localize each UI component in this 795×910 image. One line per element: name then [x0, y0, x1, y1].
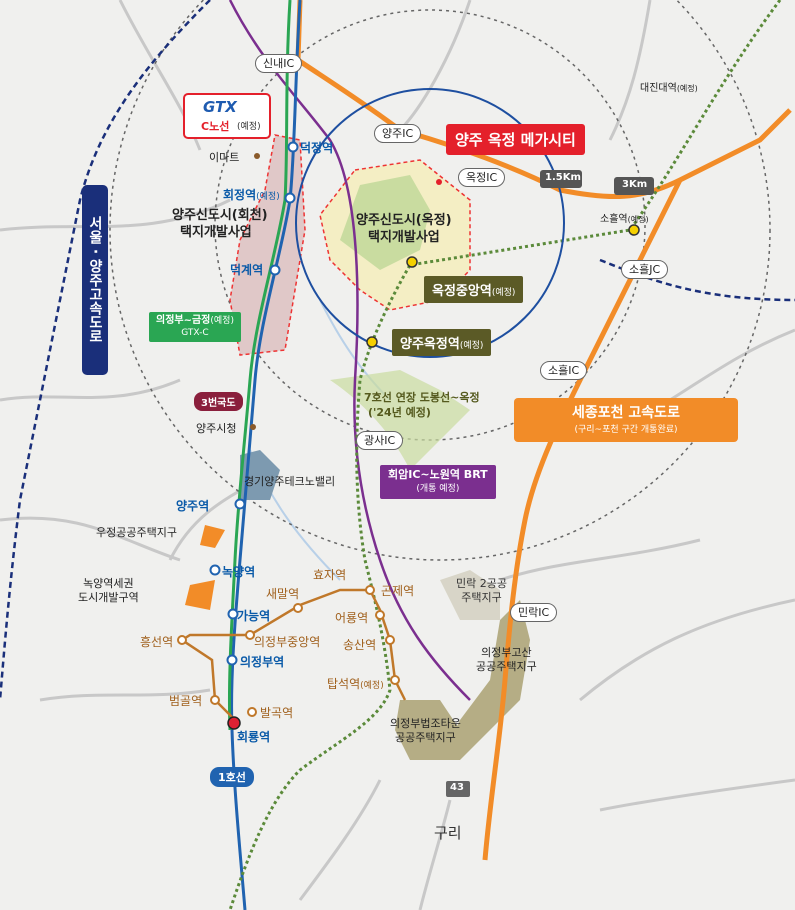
ring2-distance-tag: 3Km — [622, 179, 648, 190]
okjeong-central-tag: 옥정중앙역(예정) — [424, 276, 524, 303]
station-hoejeong: 회정역(예정) — [223, 188, 280, 202]
yangju-okjeong-tag: 양주옥정역(예정) — [392, 329, 492, 356]
megacity-title: 양주 옥정 메가시티 — [446, 124, 585, 155]
gtx-box: GTX C노선 (예정) — [183, 93, 271, 139]
station-markers — [209, 141, 299, 666]
yangju-ic: 양주IC — [374, 124, 422, 143]
lrt-station-songsan: 송산역 — [343, 638, 377, 652]
techno-valley-label: 경기양주테크노밸리 — [244, 475, 336, 488]
seoul-yangju-expressway-east — [599, 258, 795, 302]
gtx-logo: GTX — [203, 98, 237, 116]
okjeong-megacity-ring — [295, 88, 565, 358]
gtx-line-name: C노선 — [201, 120, 230, 133]
sejong-expressway-line — [295, 0, 792, 200]
lrt-station-saemal: 새말역 — [266, 587, 300, 601]
hoecheon-district-label: 양주신도시(회천) 택지개발사업 — [172, 208, 268, 240]
okjeong-district-label: 양주신도시(옥정) 택지개발사업 — [356, 213, 452, 245]
ujeong-district-area — [200, 525, 225, 548]
seoul-yangju-expressway-tag: 서울 · 양주고속도로 — [82, 185, 108, 375]
station-daejin: 대진대역(예정) — [640, 83, 698, 94]
station-soheul: 소흘역(예정) — [600, 214, 649, 225]
techno-valley-area — [240, 450, 280, 500]
yangju-okjeong-marker — [366, 336, 378, 348]
lrt-station-tapseok: 탑석역(예정) — [327, 677, 384, 691]
brt-tag: 회암IC~노원역 BRT (개통 예정) — [380, 465, 496, 499]
sinnae-ic: 신내IC — [255, 54, 303, 73]
emart-marker — [254, 153, 260, 159]
station-yangju: 양주역 — [176, 499, 210, 513]
sejong-expressway-line-south — [482, 178, 683, 861]
line7-extension — [228, 0, 782, 910]
line1 — [230, 0, 302, 910]
noksang-district-label: 녹양역세권 도시개발구역 — [78, 577, 139, 604]
bupjo-district-label: 의정부법조타운 공공주택지구 — [390, 717, 461, 744]
minrak-district-area — [440, 570, 500, 620]
place-guri: 구리 — [434, 824, 462, 842]
road43-label: 43 — [450, 782, 464, 793]
station-deokgye: 덕계역 — [230, 263, 264, 277]
hoeryong-transfer-marker — [227, 716, 241, 730]
cityhall-marker — [250, 424, 256, 430]
bupjo-district-area — [395, 700, 460, 760]
station-deokjeong: 덕정역 — [300, 141, 334, 155]
minrak-ic: 민락IC — [510, 603, 558, 622]
seoul-yangju-expressway — [0, 0, 211, 701]
okjeong-green-area — [340, 175, 430, 270]
sejong-expressway-sub: (구리~포천 구간 개통완료) — [574, 425, 678, 435]
ring2-tag-bg — [614, 177, 654, 195]
lrt-station-hyoja: 효자역 — [313, 568, 347, 582]
gosan-district-label: 의정부고산 공공주택지구 — [476, 646, 537, 673]
station-hoeryong: 회룡역 — [237, 730, 271, 744]
ring1-tag-bg — [540, 170, 582, 188]
sejong-expressway-tag: 세종포천 고속도로 (구리~포천 구간 개통완료) — [514, 398, 738, 442]
line7-note: 7호선 연장 도봉선~옥정 ('24년 예정) — [364, 391, 480, 419]
lrt-station-eoryong: 어룡역 — [335, 611, 369, 625]
lrt-station-markers — [177, 585, 400, 717]
brt-line — [228, 0, 471, 701]
route3-tag: 3번국도 — [194, 392, 243, 411]
line1-tag: 1호선 — [210, 767, 254, 787]
gwangsa-ic: 광사IC — [356, 431, 404, 450]
place-emart: 이마트 — [209, 151, 240, 164]
station-uijeongbu: 의정부역 — [240, 655, 285, 669]
megacity-pin — [436, 179, 442, 185]
lrt-station-heungseon: 흥선역 — [140, 635, 174, 649]
road43-shield — [446, 781, 470, 797]
ujeong-district-label: 우정공공주택지구 — [96, 526, 177, 539]
place-cityhall: 양주시청 — [196, 422, 237, 435]
okjeong-ic: 옥정IC — [458, 168, 506, 187]
station-ganeung: 가능역 — [237, 609, 271, 623]
lrt-station-beomgol: 범골역 — [169, 694, 203, 708]
gtx-line-note: (예정) — [237, 122, 261, 132]
sejong-expressway-title: 세종포천 고속도로 — [572, 405, 680, 421]
soheul-jc: 소흘JC — [621, 260, 669, 279]
soheul-station-marker — [628, 224, 640, 236]
gtx-c-uijeongbu-tag: 의정부~금정(예정) GTX-C — [149, 312, 241, 342]
ring1-distance-tag: 1.5Km — [545, 172, 581, 183]
green-belt — [330, 370, 470, 470]
noksang-district-area — [185, 580, 215, 610]
soheul-ic: 소흘IC — [540, 361, 588, 380]
lrt-station-balgok: 발곡역 — [260, 706, 294, 720]
lrt-station-uijeongbu-central: 의정부중앙역 — [254, 635, 321, 649]
station-nokyang: 녹양역 — [222, 565, 256, 579]
okjeong-central-marker — [406, 256, 418, 268]
lrt-station-gonje: 곤제역 — [381, 584, 415, 598]
minrak-district-label: 민락 2공공 주택지구 — [456, 577, 507, 604]
